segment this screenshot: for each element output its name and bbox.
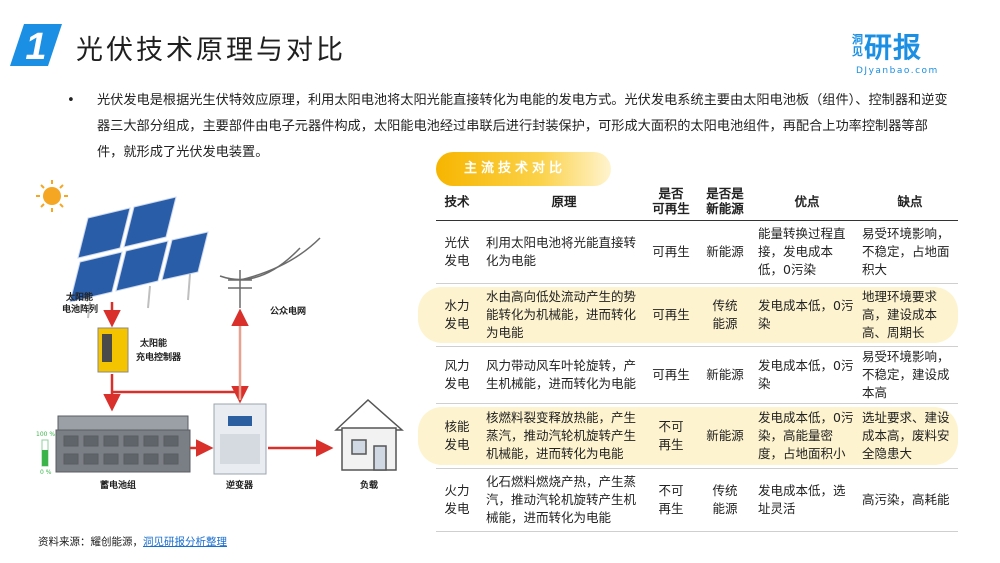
cell-cons: 地理环境要求高，建设成本高、周期长 [862,289,938,340]
table-row: 风力 发电风力带动风车叶轮旋转，产生机械能，进而转化为电能可再生 新能源发电成本低… [436,347,958,404]
cell-tech: 核能 发电 [444,419,470,452]
header-tech: 技术 [444,193,470,209]
battery-empty-label: 0 % [40,469,52,476]
array-label-2: 电池阵列 [62,303,98,315]
controller-label-2: 充电控制器 [136,351,182,363]
cell-tech: 光伏 发电 [444,235,470,268]
intro-text: 光伏发电是根据光生伏特效应原理，利用太阳电池将太阳光能直接转化为电能的发电方式。… [97,93,948,160]
charge-controller-icon [97,327,129,373]
table-header: 技术 原理 是否 可再生 是否是 新能源 优点 缺点 [436,182,958,221]
cell-renewable: 可再生 [652,244,690,259]
table-row: 水力 发电水由高向低处流动产生的势能转化为机械能，进而转化为电能可再生 传统 能源… [418,284,958,347]
cell-pros: 发电成本低，0污染 [758,298,854,331]
row-highlight [418,407,958,465]
cell-cons: 易受环境影响，不稳定，占地面积大 [862,226,950,277]
section-number-badge: 1 [10,24,62,68]
cell-new-energy: 新能源 [706,428,744,443]
cell-new-energy: 传统 能源 [712,483,738,516]
comparison-table: 技术 原理 是否 可再生 是否是 新能源 优点 缺点 光伏 发电利用太阳电池将光… [418,182,958,532]
battery-level-icon [41,439,49,467]
table-row: 火力 发电化石燃料燃烧产热，产生蒸汽，推动汽轮机旋转产生机械能，进而转化为电能不… [436,469,958,532]
header-pros: 优点 [794,193,820,209]
source-prefix: 资料来源：耀创能源， [38,536,143,548]
logo-big-text: 研报 [864,31,923,64]
header-new-energy: 是否是 新能源 [706,186,744,216]
power-grid-icon [219,237,321,308]
cell-cons: 高污染，高耗能 [862,492,950,507]
table-row: 核能 发电核燃料裂变释放热能，产生蒸汽，推动汽轮机旋转产生机械能，进而转化为电能… [418,404,958,469]
cell-new-energy: 传统 能源 [712,298,738,331]
cell-cons: 选址要求、建设成本高，废料安全隐患大 [862,410,950,461]
battery-full-label: 100 % [36,431,55,438]
cell-renewable: 不可 再生 [658,483,684,516]
battery-label: 蓄电池组 [100,479,136,491]
cell-pros: 发电成本低，0污染，高能量密度，占地面积小 [758,410,854,461]
cell-new-energy: 新能源 [706,244,744,259]
row-highlight [418,287,958,343]
solar-panel-icon [69,196,209,319]
sun-icon [36,180,68,212]
battery-bank-icon [55,415,191,473]
header-renewable: 是否 可再生 [652,186,690,216]
load-label: 负载 [360,479,378,491]
cell-principle: 风力带动风车叶轮旋转，产生机械能，进而转化为电能 [486,358,637,391]
table-row: 光伏 发电利用太阳电池将光能直接转化为电能可再生 新能源能量转换过程直接，发电成本… [436,221,958,284]
header-cons: 缺点 [897,193,923,209]
array-label-1: 太阳能 [65,291,93,303]
cell-tech: 水力 发电 [444,298,470,331]
cell-pros: 发电成本低，0污染 [758,358,854,391]
cell-new-energy: 新能源 [706,367,744,382]
cell-renewable: 可再生 [652,367,690,382]
cell-renewable: 不可 再生 [658,419,684,452]
house-load-icon [334,398,404,471]
cell-principle: 化石燃料燃烧产热，产生蒸汽，推动汽轮机旋转产生机械能，进而转化为电能 [486,474,637,525]
cell-pros: 能量转换过程直接，发电成本低，0污染 [758,226,846,277]
cell-cons: 易受环境影响，不稳定，建设成本高 [862,349,950,400]
cell-renewable: 可再生 [652,307,690,322]
cell-principle: 利用太阳电池将光能直接转化为电能 [486,235,637,268]
controller-label-1: 太阳能 [139,337,167,349]
source-note: 资料来源：耀创能源，洞见研报分析整理 [38,534,227,549]
bullet-icon: • [67,93,75,108]
cell-tech: 火力 发电 [444,483,470,516]
logo-domain: DJyanbao.com [856,66,939,76]
cell-principle: 水由高向低处流动产生的势能转化为机械能，进而转化为电能 [486,289,637,340]
section-number: 1 [25,26,46,68]
source-link[interactable]: 洞见研报分析整理 [143,536,227,548]
table-body: 光伏 发电利用太阳电池将光能直接转化为电能可再生新能源能量转换过程直接，发电成本… [418,221,958,532]
brand-logo: 洞见 研报 DJyanbao.com [852,26,952,76]
inverter-icon [213,403,267,475]
logo-small-text: 洞见 [852,33,863,58]
inverter-label: 逆变器 [226,479,254,491]
header-principle: 原理 [551,193,577,209]
cell-principle: 核燃料裂变释放热能，产生蒸汽，推动汽轮机旋转产生机械能，进而转化为电能 [486,410,637,461]
pv-system-diagram: 太阳能 电池阵列 太阳能 充电控制器 100 % 0 % 蓄电池组 公众 [36,180,404,491]
page-title: 光伏技术原理与对比 [76,35,346,66]
grid-label: 公众电网 [270,305,306,317]
cell-pros: 发电成本低，选址灵活 [758,483,846,516]
section-pill: 主流技术对比 [436,152,611,186]
cell-tech: 风力 发电 [444,358,470,391]
intro-paragraph: • 光伏发电是根据光生伏特效应原理，利用太阳电池将太阳光能直接转化为电能的发电方… [67,88,950,166]
